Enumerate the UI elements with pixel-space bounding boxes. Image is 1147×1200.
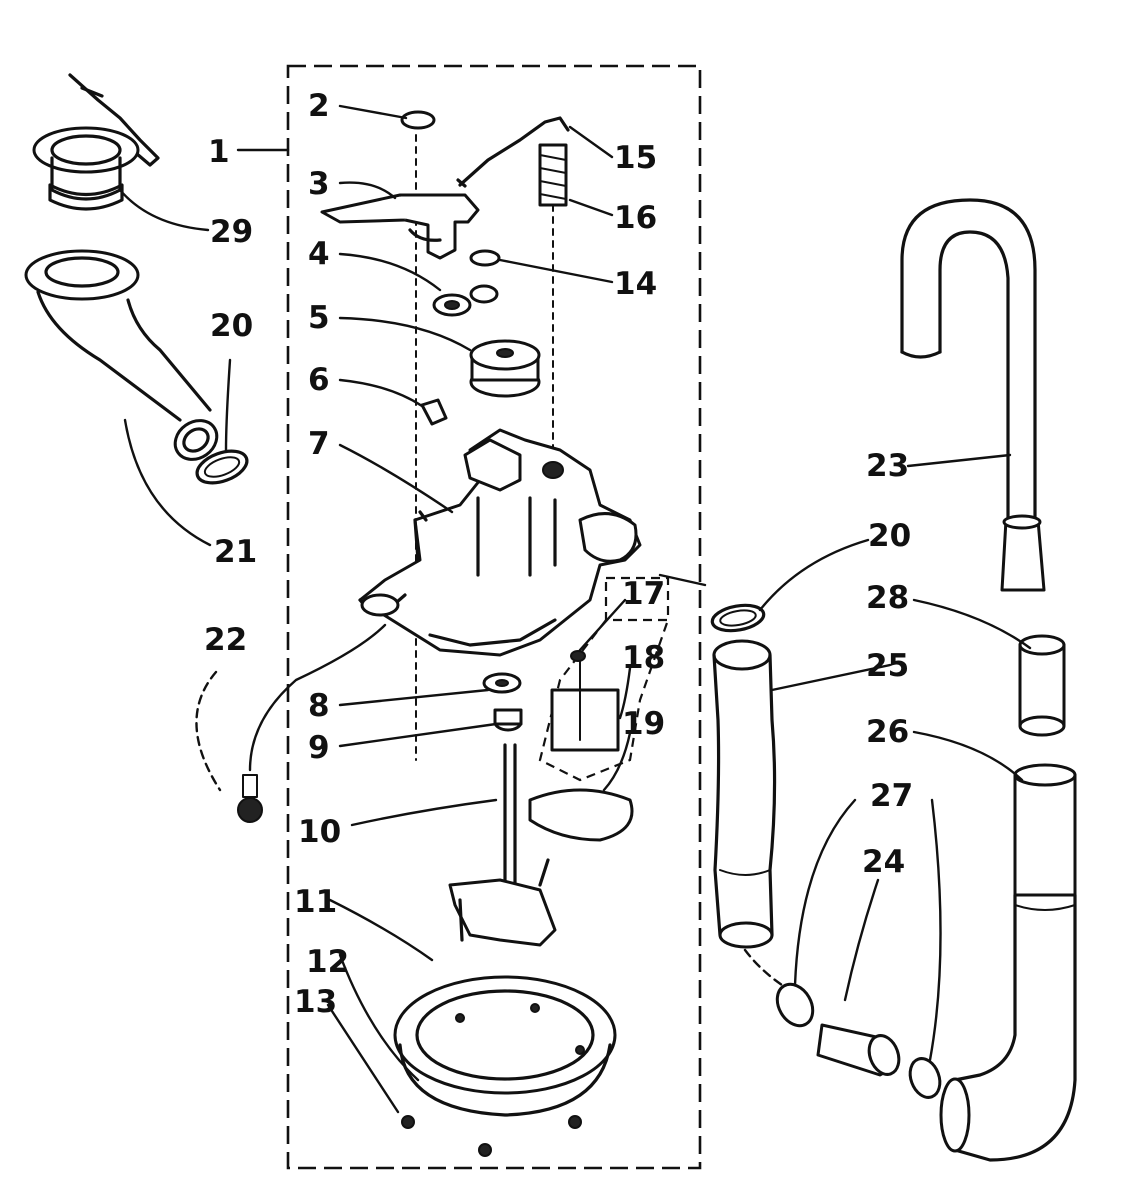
- callout-12: 12: [306, 944, 349, 980]
- part-10-impeller-shaft[interactable]: [448, 743, 557, 947]
- callout-18: 18: [622, 640, 665, 676]
- callout-2: 2: [308, 88, 330, 124]
- callout-11: 11: [294, 884, 337, 920]
- callout-5: 5: [308, 300, 330, 336]
- callout-27: 27: [870, 778, 913, 814]
- part-22-screw[interactable]: [237, 774, 263, 823]
- part-8-washer[interactable]: [482, 672, 522, 694]
- callout-25: 25: [866, 648, 909, 684]
- callout-20-left: 20: [210, 308, 253, 344]
- part-27-clamp-a[interactable]: [770, 978, 820, 1032]
- part-17-18-19-group[interactable]: [528, 576, 670, 842]
- part-3-lever-bracket[interactable]: [320, 193, 480, 260]
- part-24-connector[interactable]: [816, 1023, 904, 1079]
- callout-29: 29: [210, 214, 253, 250]
- part-16-spring[interactable]: [538, 143, 568, 461]
- part-23-j-hose[interactable]: [900, 198, 1046, 592]
- callout-20-right: 20: [868, 518, 911, 554]
- callout-26: 26: [866, 714, 909, 750]
- part-6-pin[interactable]: [420, 398, 448, 426]
- part-15-wire-spring[interactable]: [456, 116, 570, 188]
- callout-14: 14: [614, 266, 657, 302]
- callout-6: 6: [308, 362, 330, 398]
- callout-10: 10: [298, 814, 341, 850]
- part-27-clamp-b[interactable]: [905, 1054, 945, 1101]
- callout-24: 24: [862, 844, 905, 880]
- part-5-pulley[interactable]: [469, 339, 541, 398]
- callout-9: 9: [308, 730, 330, 766]
- part-14-washer[interactable]: [469, 249, 501, 267]
- callout-13: 13: [294, 984, 337, 1020]
- callout-4: 4: [308, 236, 330, 272]
- part-29-drain-spout[interactable]: [32, 73, 160, 211]
- callout-17: 17: [622, 576, 665, 612]
- part-26-drain-hose[interactable]: [939, 763, 1077, 1162]
- callout-19: 19: [622, 706, 665, 742]
- part-25-hose[interactable]: [712, 639, 784, 987]
- callout-22: 22: [204, 622, 247, 658]
- callout-23: 23: [866, 448, 909, 484]
- callout-1: 1: [208, 134, 230, 170]
- callout-28: 28: [866, 580, 909, 616]
- callout-21: 21: [214, 534, 257, 570]
- part-2-washer[interactable]: [400, 110, 436, 761]
- part-7-pump-body[interactable]: [358, 428, 642, 657]
- callout-labels: 1 2 3 4 5 6 7 8 9 10 11 12 13 14 15 16 1…: [204, 88, 913, 1020]
- leader-lines: [118, 104, 1032, 1114]
- part-21-elbow-spout[interactable]: [24, 249, 224, 467]
- callout-8: 8: [308, 688, 330, 724]
- assembly-boundary-box: [286, 64, 702, 1170]
- part-9-bushing[interactable]: [493, 708, 523, 732]
- part-28-coupler[interactable]: [1018, 634, 1066, 737]
- callout-16: 16: [614, 200, 657, 236]
- callout-15: 15: [614, 140, 657, 176]
- part-20-hose-clamp-left[interactable]: [193, 445, 251, 489]
- part-13-screws[interactable]: [401, 1115, 582, 1157]
- callout-3: 3: [308, 166, 330, 202]
- part-20-hose-clamp-right[interactable]: [710, 602, 766, 635]
- callout-7: 7: [308, 426, 330, 462]
- part-4-clip[interactable]: [432, 284, 499, 317]
- part-11-gasket-ring[interactable]: [393, 975, 617, 1117]
